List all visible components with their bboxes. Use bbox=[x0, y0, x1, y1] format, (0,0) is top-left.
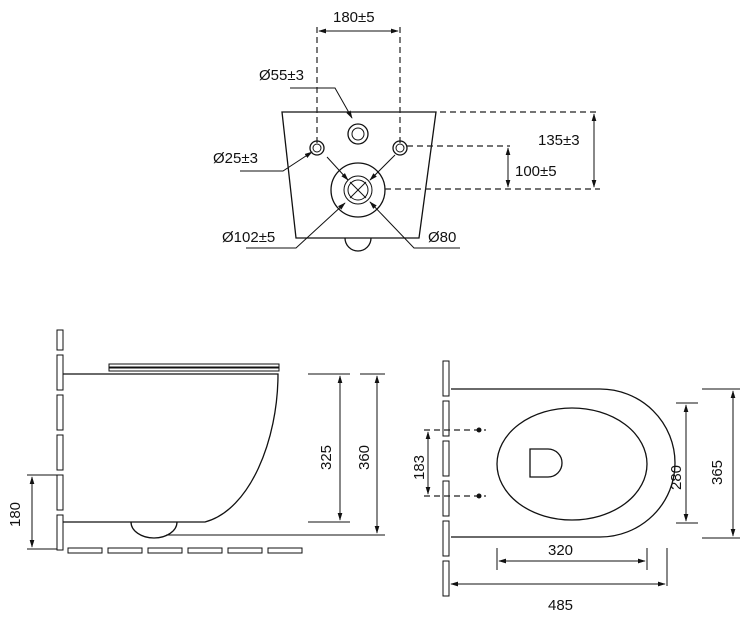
bolt-spacing-label: 183 bbox=[411, 455, 428, 480]
bolts-to-outlet-label: 100±5 bbox=[515, 163, 557, 180]
total-width-label: 365 bbox=[709, 460, 726, 485]
outlet-outer-diameter-label: Ø102±5 bbox=[222, 229, 275, 246]
outlet-height-label: 180 bbox=[7, 502, 24, 527]
inlet-spacing-label: 180±5 bbox=[333, 9, 375, 26]
bowl-height-label: 325 bbox=[318, 445, 335, 470]
center-inlet-diameter-label: Ø55±3 bbox=[259, 67, 304, 84]
seat-width-label: 280 bbox=[668, 465, 685, 490]
rear-view: 180±5 Ø55±3 Ø25±3 Ø102±5 Ø80 135±3 10 bbox=[213, 9, 600, 252]
total-height-label: 360 bbox=[356, 445, 373, 470]
bolt-hole-diameter-label: Ø25±3 bbox=[213, 150, 258, 167]
total-length-label: 485 bbox=[548, 597, 573, 614]
outlet-inner-diameter-label: Ø80 bbox=[428, 229, 456, 246]
side-view: 325 360 180 bbox=[7, 329, 385, 554]
top-to-outlet-label: 135±3 bbox=[538, 132, 580, 149]
top-view: 183 280 365 320 485 bbox=[411, 360, 740, 614]
seat-length-label: 320 bbox=[548, 542, 573, 559]
